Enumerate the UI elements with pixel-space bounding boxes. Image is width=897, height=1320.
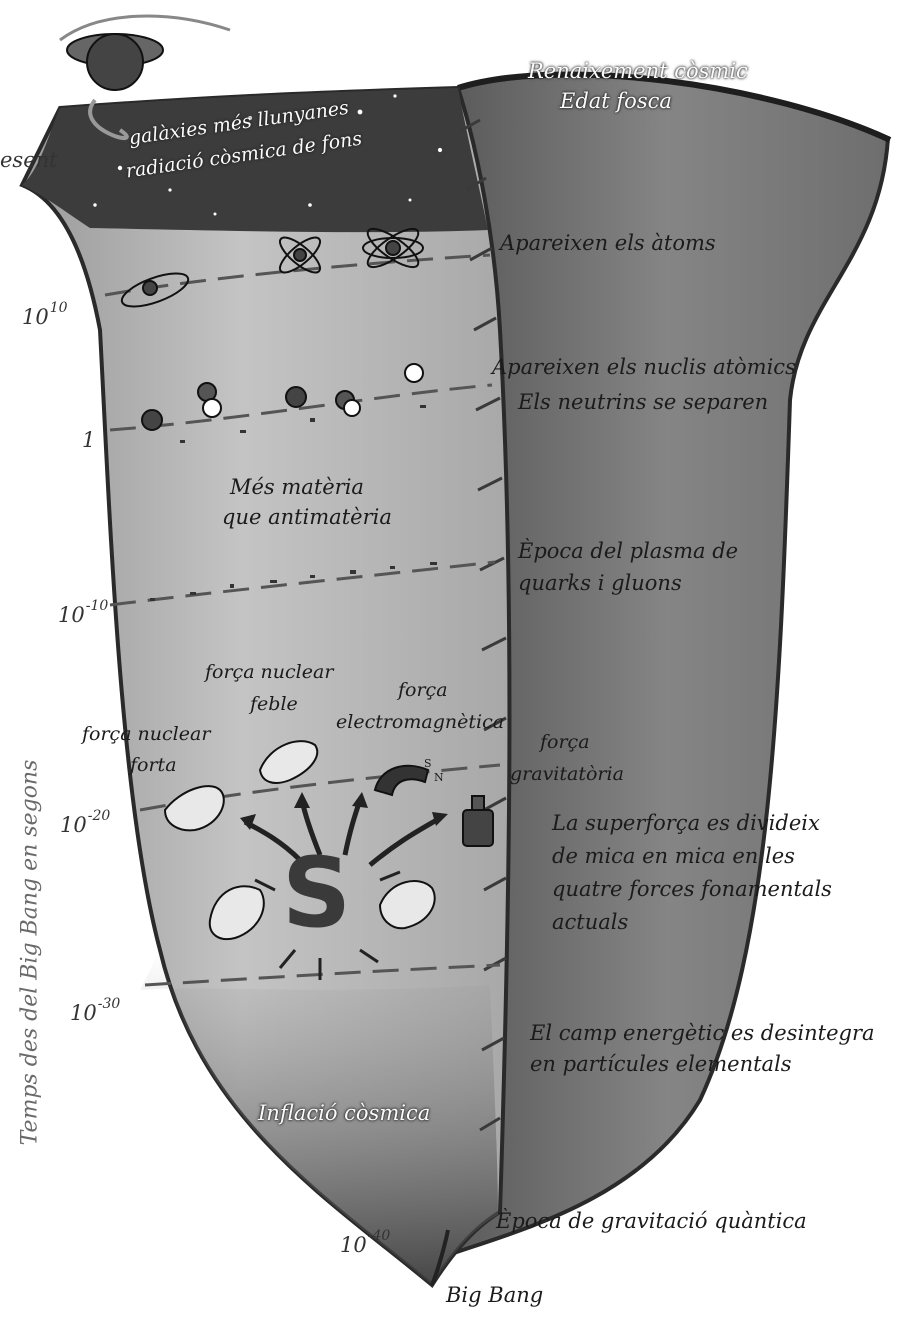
label-cosmic-renaissance: Renaixement còsmic: [528, 60, 748, 84]
label-superforce-3: quatre forces fonamentals: [552, 878, 832, 902]
label-big-bang: Big Bang: [446, 1284, 543, 1308]
label-neutrinos: Els neutrins se separen: [518, 391, 768, 415]
label-em-force-1: força: [398, 680, 448, 701]
label-quantum-gravity: Època de gravitació quàntica: [496, 1210, 807, 1234]
magnet-s: S: [424, 758, 432, 770]
label-strong-force-1: força nuclear: [82, 724, 210, 745]
label-atoms-appear: Apareixen els àtoms: [500, 232, 716, 256]
label-superforce-4: actuals: [552, 911, 628, 935]
magnet-n: N: [434, 772, 444, 784]
tick-10e-30: 10-30: [70, 996, 120, 1025]
label-energy-field-1: El camp energètic es desintegra: [530, 1022, 875, 1046]
label-nuclei-appear: Apareixen els nuclis atòmics: [492, 356, 796, 380]
tick-1: 1: [82, 428, 95, 452]
label-weak-force-2: feble: [250, 694, 298, 715]
tick-10e10: 1010: [22, 300, 68, 329]
label-more-matter-1: Més matèria: [230, 476, 364, 500]
axis-label: Temps des del Big Bang en segons: [18, 753, 43, 1153]
label-superforce-2: de mica en mica en les: [552, 845, 795, 869]
label-plasma-2: quarks i gluons: [518, 572, 682, 596]
tick-10e-10: 10-10: [58, 598, 108, 627]
superforce-letter: S: [282, 840, 351, 948]
label-em-force-2: electromagnètica: [336, 712, 504, 733]
label-energy-field-2: en partícules elementals: [530, 1053, 792, 1077]
present-label: esent: [0, 148, 58, 172]
label-dark-age: Edat fosca: [560, 90, 672, 114]
label-superforce-1: La superforça es divideix: [552, 812, 820, 836]
label-grav-force-2: gravitatòria: [510, 764, 624, 785]
label-strong-force-2: forta: [130, 755, 177, 776]
label-grav-force-1: força: [540, 732, 590, 753]
tick-10e-20: 10-20: [60, 808, 110, 837]
tick-10e-40: 10-40: [340, 1228, 390, 1257]
label-plasma-1: Època del plasma de: [518, 540, 738, 564]
label-more-matter-2: que antimatèria: [222, 506, 392, 530]
label-weak-force-1: força nuclear: [205, 662, 333, 683]
label-inflation: Inflació còsmica: [258, 1102, 430, 1126]
